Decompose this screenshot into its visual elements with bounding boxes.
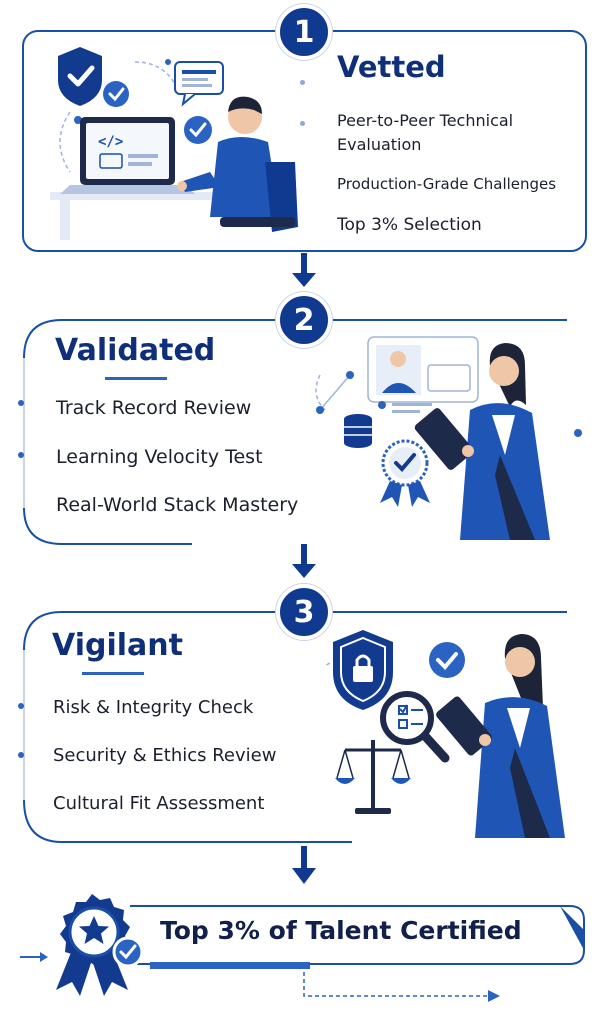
step-3-item-2: Security & Ethics Review [53, 745, 277, 766]
step-1-bullet-1 [300, 80, 305, 85]
step-2-title-underline [105, 377, 167, 380]
step-1-item-3: Top 3% Selection [337, 215, 482, 235]
step-2-item-1: Track Record Review [56, 397, 252, 419]
step-2-bullet-2 [18, 452, 24, 458]
final-banner [90, 900, 590, 972]
step-2-title: Validated [55, 333, 216, 368]
step-3-item-3: Cultural Fit Assessment [53, 793, 265, 814]
step-3-frame [22, 610, 582, 845]
dashed-arrow-icon [300, 972, 505, 1004]
svg-text:</>: </> [98, 134, 123, 150]
step-2-item-2: Learning Velocity Test [56, 446, 263, 468]
arrow-down-icon [291, 544, 317, 580]
step-1-item-1: Peer-to-Peer Technical [337, 111, 514, 130]
arrow-down-icon [291, 253, 317, 289]
security-review-illustration [325, 628, 590, 843]
award-ribbon-icon [42, 890, 152, 1000]
step-1-number: 1 [276, 4, 332, 60]
step-1-item-2: Production-Grade Challenges [337, 175, 557, 193]
step-3-bullet-1 [18, 703, 24, 709]
step-2-frame [22, 318, 582, 546]
step-2-number: 2 [276, 292, 332, 348]
step-3-number: 3 [276, 584, 332, 640]
left-arrow-icon [20, 950, 50, 964]
step-3-item-1: Risk & Integrity Check [53, 697, 254, 718]
step-3-title-underline [82, 672, 144, 675]
developer-laptop-illustration: </> [40, 42, 310, 242]
step-3-title: Vigilant [52, 628, 183, 663]
step-1-title: Vetted [337, 50, 446, 84]
step-2-item-3: Real-World Stack Mastery [56, 494, 299, 516]
step-1-item-1b: Evaluation [337, 135, 422, 154]
step-3-bullet-2 [18, 752, 24, 758]
step-1-bullet-2 [300, 121, 305, 126]
step-2-bullet-1 [18, 400, 24, 406]
reviewer-tablet-illustration [300, 335, 590, 545]
arrow-down-icon [291, 846, 317, 886]
final-label: Top 3% of Talent Certified [160, 916, 522, 945]
